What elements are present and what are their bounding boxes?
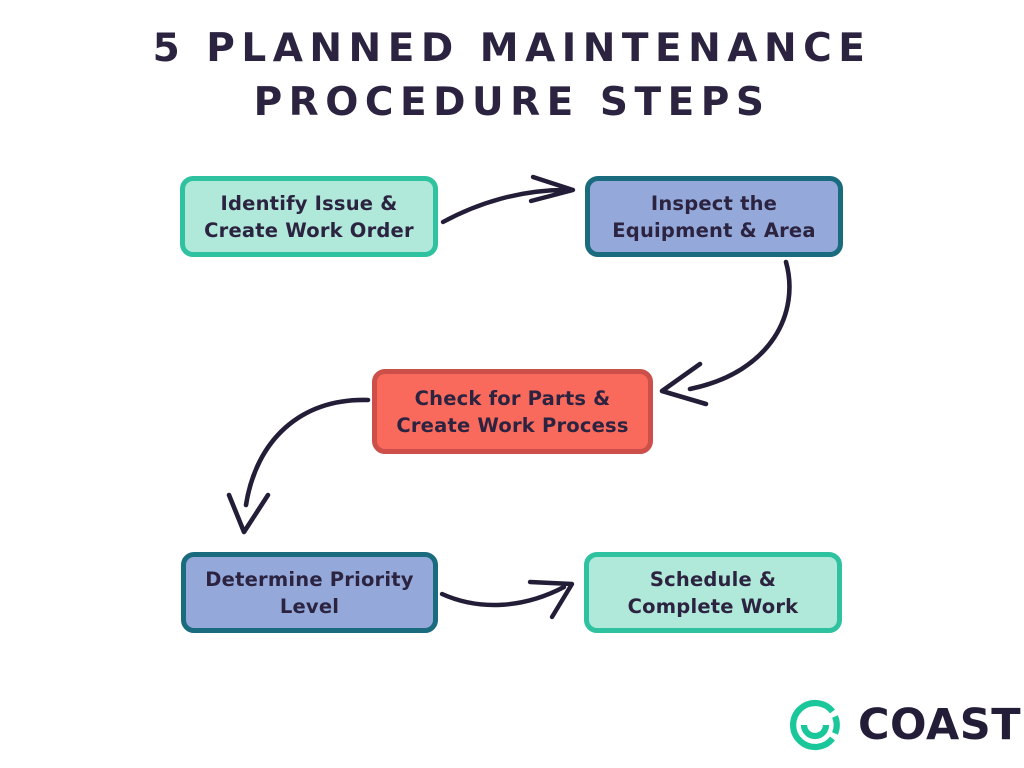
page-title: 5 PLANNED MAINTENANCE PROCEDURE STEPS xyxy=(152,26,872,125)
arrow-2-step2-to-step3 xyxy=(659,259,792,407)
flow-node-step-3[interactable]: Check for Parts & Create Work Process xyxy=(372,369,653,454)
flow-node-step-5[interactable]: Schedule & Complete Work xyxy=(584,552,842,633)
arrow-1-step1-to-step2 xyxy=(440,174,576,225)
coast-ring-smile-icon xyxy=(790,699,840,751)
flow-node-step-2[interactable]: Inspect the Equipment & Area xyxy=(585,176,843,257)
flow-node-step-4[interactable]: Determine Priority Level xyxy=(181,552,438,633)
arrow-3-step3-to-step4 xyxy=(226,397,371,535)
coast-logo: COAST xyxy=(786,694,1021,756)
flow-node-step-1[interactable]: Identify Issue & Create Work Order xyxy=(180,176,438,257)
coast-wordmark: COAST xyxy=(858,699,1022,750)
arrow-4-step4-to-step5 xyxy=(439,579,575,620)
